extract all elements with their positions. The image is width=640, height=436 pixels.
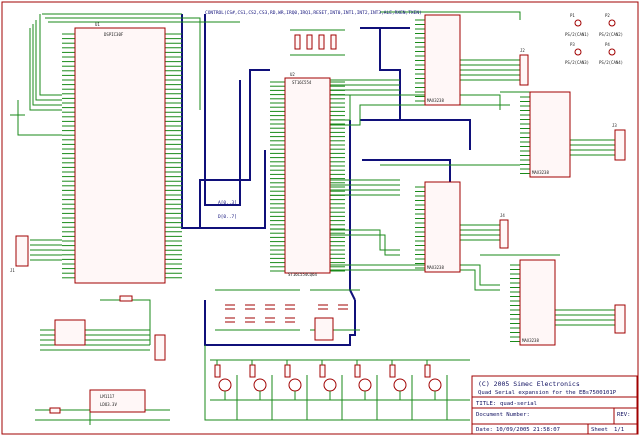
pad-p2: P2 PS/2(CAN2) [599, 13, 623, 37]
resistor-array-top [294, 34, 337, 50]
u1-part: DSPIC30F [104, 32, 124, 37]
connector-j1: J1 [10, 235, 29, 273]
svg-text:MAX3238: MAX3238 [427, 265, 444, 270]
max-transceiver-3: MAX3238 [424, 181, 461, 273]
connector-mid [154, 334, 166, 361]
signal-wires [10, 11, 615, 425]
svg-text:MAX3238: MAX3238 [522, 338, 539, 343]
pad-p1: P1 PS/2(CAN1) [565, 13, 589, 37]
svg-text:LM1117: LM1117 [100, 394, 115, 399]
chip-u5 [54, 319, 86, 346]
connector-j4: J4 [499, 213, 509, 249]
svg-text:PS/2(CAN2): PS/2(CAN2) [599, 32, 623, 37]
svg-text:LDO3.3V: LDO3.3V [100, 402, 117, 407]
svg-text:MAX3238: MAX3238 [532, 170, 549, 175]
svg-text:J1: J1 [10, 268, 15, 273]
u2-name: ST16C554 [292, 80, 312, 85]
svg-text:P2: P2 [605, 13, 610, 18]
date-value: 10/09/2005 21:58:07 [496, 427, 560, 433]
svg-text:P4: P4 [605, 42, 610, 47]
title-value: quad-serial [500, 401, 537, 407]
sheet-label: Sheet [591, 427, 608, 433]
address-bus-label: A[0..3] [218, 200, 237, 206]
regulator-u6: LM1117 LDO3.3V [89, 389, 146, 413]
date-label: Date: [476, 427, 493, 433]
title-copyright: (C) 2005 Simec Electronics [478, 380, 580, 388]
svg-text:PS/2(CAN1): PS/2(CAN1) [565, 32, 589, 37]
title-block: (C) 2005 Simec Electronics Quad Serial e… [471, 375, 638, 435]
connector-j2: J2 [519, 48, 529, 86]
u2-ref: U2 [290, 72, 295, 77]
control-bus-label: CONTROL(CS#,CS1,CS2,CS3,RD,WR,IRQ0,IRQ1,… [205, 10, 422, 16]
svg-text:PS/2(CAN3): PS/2(CAN3) [565, 60, 589, 65]
max-transceiver-2: MAX3238 [529, 91, 571, 178]
u2-part: ST16C554CQ64 [288, 272, 317, 277]
svg-text:J3: J3 [612, 123, 617, 128]
rev-label: REV: [617, 412, 630, 418]
svg-text:P1: P1 [570, 13, 575, 18]
capacitor-bank [225, 304, 348, 341]
pad-p3: P3 PS/2(CAN3) [565, 42, 589, 65]
pad-p4: P4 PS/2(CAN4) [599, 42, 623, 65]
max-transceiver-1: MAX3238 [424, 14, 461, 106]
data-bus-label: D[0..7] [218, 214, 237, 220]
title-subtitle: Quad Serial expansion for the EBs7500101… [478, 390, 617, 396]
uart-u2: U2 ST16C554CQ64 ST16C554 [284, 72, 331, 277]
sheet-value: 1/1 [614, 427, 624, 433]
connector-j5 [614, 304, 626, 334]
svg-text:J2: J2 [520, 48, 525, 53]
led-driver-row [214, 360, 448, 420]
connector-j3: J3 [612, 123, 626, 161]
u1-ref: U1 [95, 22, 100, 27]
max-transceiver-4: MAX3238 [519, 259, 556, 346]
svg-text:J4: J4 [500, 213, 505, 218]
resistor-bottom-left [49, 295, 133, 414]
svg-text:MAX3238: MAX3238 [427, 98, 444, 103]
document-number-label: Document Number: [476, 412, 530, 418]
svg-text:PS/2(CAN4): PS/2(CAN4) [599, 60, 623, 65]
svg-text:P3: P3 [570, 42, 575, 47]
mcu-u1: U1 DSPIC30F [74, 22, 166, 284]
title-label: TITLE: [476, 401, 496, 407]
